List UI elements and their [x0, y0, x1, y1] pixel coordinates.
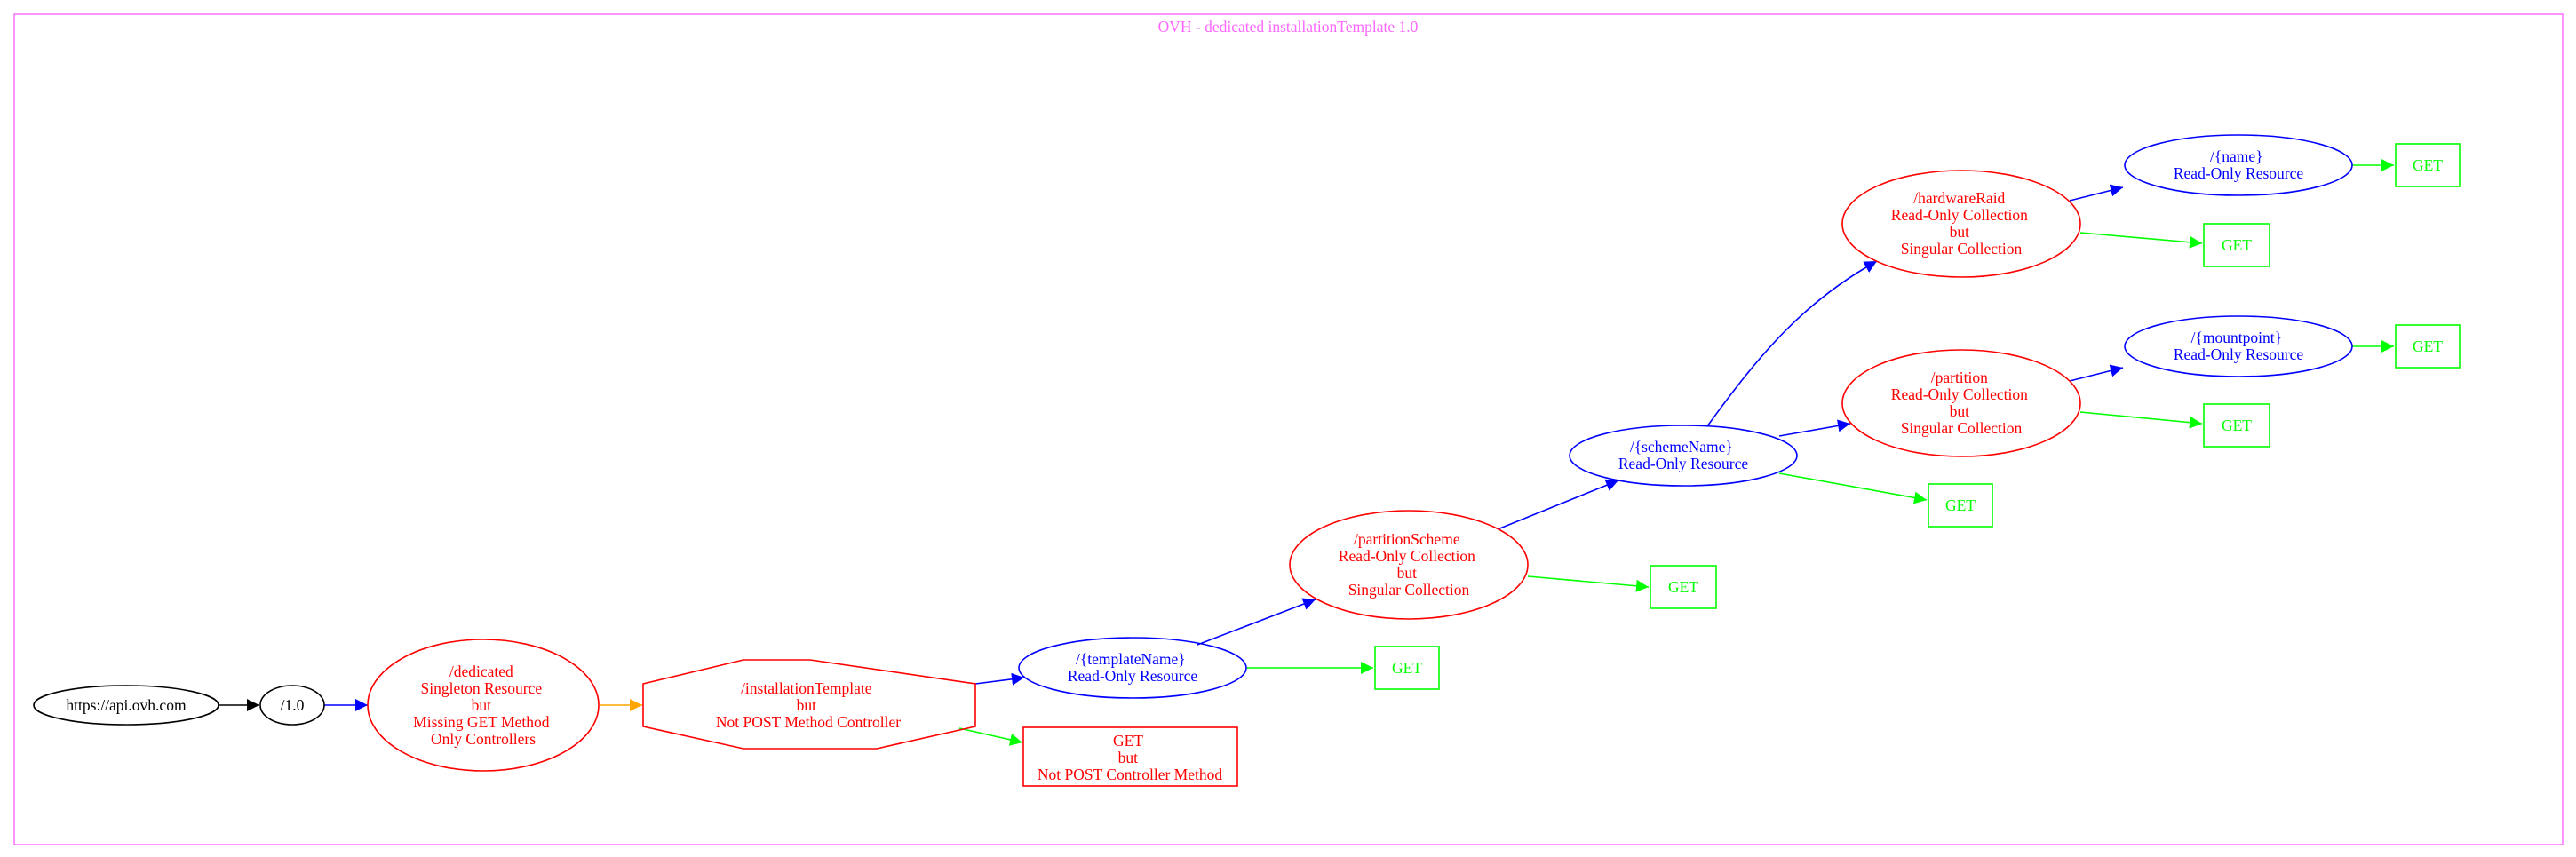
node-scheme-name-get[interactable]: GET [1928, 483, 1993, 528]
node-mountpoint-get-label: GET [2413, 337, 2443, 355]
node-partition-scheme-get[interactable]: GET [1650, 565, 1717, 609]
edge-partition-scheme-to-scheme-name [1497, 479, 1619, 530]
node-installation-template-label: /installationTemplate but Not POST Metho… [716, 679, 901, 731]
node-version[interactable]: /1.0 [259, 685, 325, 726]
node-dedicated[interactable]: /dedicated Singleton Resource but Missin… [367, 639, 600, 772]
node-template-name-get[interactable]: GET [1374, 646, 1440, 690]
node-template-name[interactable]: /{templateName} Read-Only Resource [1018, 637, 1247, 699]
node-mountpoint-label: /{mountpoint} Read-Only Resource [2174, 329, 2304, 363]
node-scheme-name[interactable]: /{schemeName} Read-Only Resource [1569, 425, 1798, 487]
node-partition-scheme-get-label: GET [1668, 578, 1698, 596]
node-raid-name-label: /{name} Read-Only Resource [2174, 147, 2304, 182]
node-installation-template-get-label: GET but Not POST Controller Method [1038, 732, 1222, 783]
edge-partition-scheme-to-get [1527, 575, 1650, 592]
node-partition-get-label: GET [2222, 417, 2252, 434]
edge-hardware-raid-to-raid-name [2069, 184, 2124, 202]
node-raid-name-get[interactable]: GET [2395, 143, 2461, 187]
node-hardware-raid-label: /hardwareRaid Read-Only Collection but S… [1891, 189, 2031, 258]
edge-hardware-raid-to-get [2079, 232, 2203, 249]
edge-installation-template-to-template-name [974, 672, 1025, 686]
node-template-name-get-label: GET [1392, 659, 1422, 677]
node-installation-template-get[interactable]: GET but Not POST Controller Method [1022, 726, 1238, 787]
node-api-root[interactable]: https://api.ovh.com [33, 685, 219, 726]
diagram-title: OVH - dedicated installationTemplate 1.0 [1158, 18, 1419, 36]
edge-scheme-name-to-get [1778, 472, 1928, 504]
node-raid-name-get-label: GET [2413, 156, 2443, 174]
node-partition-label: /partition Read-Only Collection but Sing… [1891, 369, 2031, 437]
node-mountpoint-get[interactable]: GET [2395, 324, 2461, 369]
node-template-name-label: /{templateName} Read-Only Resource [1068, 650, 1198, 685]
node-hardware-raid-get-label: GET [2222, 236, 2252, 254]
node-partition-scheme[interactable]: /partitionScheme Read-Only Collection bu… [1289, 510, 1529, 620]
node-hardware-raid[interactable]: /hardwareRaid Read-Only Collection but S… [1841, 170, 2081, 278]
node-partition[interactable]: /partition Read-Only Collection but Sing… [1841, 349, 2081, 457]
edge-scheme-name-to-hardware-raid [1706, 260, 1878, 427]
node-scheme-name-label: /{schemeName} Read-Only Resource [1618, 438, 1749, 472]
edge-partition-to-mountpoint [2069, 364, 2124, 382]
edges [219, 159, 2394, 746]
node-scheme-name-get-label: GET [1945, 496, 1976, 514]
node-raid-name[interactable]: /{name} Read-Only Resource [2124, 134, 2353, 196]
edge-installation-template-to-get [958, 727, 1023, 746]
edge-partition-to-get [2079, 411, 2203, 429]
node-version-label: /1.0 [281, 696, 305, 714]
node-api-root-label: https://api.ovh.com [66, 696, 187, 714]
node-partition-scheme-label: /partitionScheme Read-Only Collection bu… [1339, 530, 1479, 599]
edge-scheme-name-to-partition [1778, 419, 1851, 437]
node-partition-get[interactable]: GET [2203, 403, 2270, 448]
cluster-frame [13, 13, 2564, 845]
node-dedicated-label: /dedicated Singleton Resource but Missin… [413, 663, 553, 748]
edge-template-name-to-partition-scheme [1197, 598, 1316, 646]
node-hardware-raid-get[interactable]: GET [2203, 223, 2270, 267]
node-mountpoint[interactable]: /{mountpoint} Read-Only Resource [2124, 315, 2353, 377]
node-installation-template[interactable]: /installationTemplate but Not POST Metho… [642, 659, 976, 750]
